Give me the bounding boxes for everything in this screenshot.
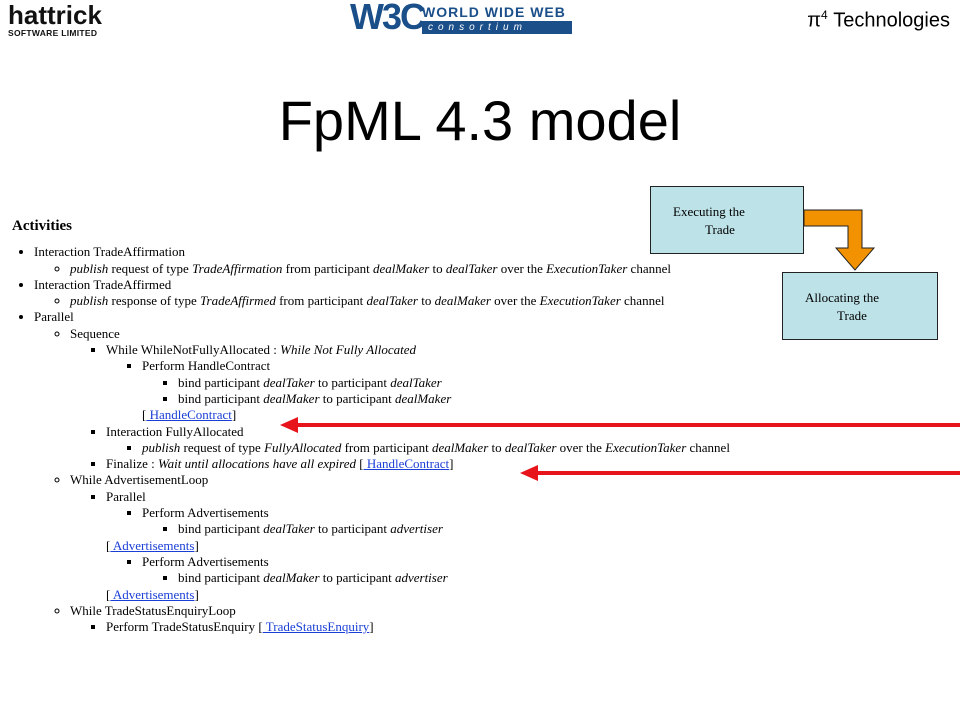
list-item: Perform Advertisements bind participant …	[142, 505, 730, 538]
allocating-trade-line2: Trade	[837, 308, 867, 323]
activity-list: Interaction TradeAffirmation publish req…	[12, 244, 730, 635]
activities-document: Activities Interaction TradeAffirmation …	[12, 218, 730, 635]
trade-status-enquiry-link[interactable]: TradeStatusEnquiry	[262, 619, 370, 635]
advertisements-link-1[interactable]: Advertisements	[110, 537, 195, 553]
w3c-logo-consortium: consortium	[422, 21, 572, 34]
list-item: bind participant dealTaker to participan…	[178, 521, 730, 537]
executing-trade-box: Executing the Trade	[650, 186, 804, 254]
hattrick-logo-subtitle: SOFTWARE LIMITED	[8, 28, 98, 38]
list-item: Finalize : Wait until allocations have a…	[106, 456, 730, 472]
advertisements-link-2[interactable]: Advertisements	[110, 586, 195, 602]
handle-contract-link[interactable]: HandleContract	[146, 407, 232, 423]
sequence-block: Sequence	[70, 325, 120, 341]
handle-contract-link-row: [ HandleContract]	[142, 407, 237, 423]
w3c-logo: W3C WORLD WIDE WEB consortium	[350, 0, 580, 38]
company-superscript: 4	[821, 8, 828, 22]
executing-trade-line1: Executing the	[673, 204, 745, 219]
hattrick-logo: hattrick SOFTWARE LIMITED	[8, 0, 120, 38]
company-suffix: Technologies	[827, 9, 950, 32]
list-item: Perform Advertisements bind participant …	[142, 554, 730, 587]
allocating-trade-box: Allocating the Trade	[782, 272, 938, 340]
slide-title: FpML 4.3 model	[278, 89, 682, 152]
parallel-block: Parallel	[34, 309, 74, 325]
finalize-handle-contract-link[interactable]: HandleContract	[363, 456, 450, 472]
list-item: bind participant dealMaker to participan…	[178, 570, 730, 586]
activities-heading: Activities	[12, 218, 72, 234]
allocating-trade-line1: Allocating the	[805, 290, 880, 305]
list-item: While AdvertisementLoop Parallel Perform…	[70, 472, 730, 602]
list-item: Parallel Sequence While WhileNotFullyAll…	[34, 309, 730, 635]
orange-connector-arrow	[803, 209, 876, 271]
company-name: π4 Technologies	[807, 8, 950, 33]
interaction-trade-affirmation: Interaction TradeAffirmation	[34, 244, 186, 260]
w3c-logo-mark: W3C	[350, 0, 426, 37]
list-item: Interaction FullyAllocated publish reque…	[106, 424, 730, 457]
list-item: bind participant dealTaker to participan…	[178, 375, 730, 391]
red-arrow-handle-contract	[280, 417, 960, 433]
executing-trade-line2: Trade	[705, 222, 735, 237]
list-item: Perform HandleContract bind participant …	[142, 358, 730, 407]
company-prefix: π	[807, 9, 821, 32]
interaction-trade-affirmed: Interaction TradeAffirmed	[34, 276, 172, 292]
list-item: Parallel Perform Advertisements bind par…	[106, 489, 730, 603]
list-item: publish response of type TradeAffirmed f…	[70, 293, 730, 309]
advertisements-link-row: [ Advertisements]	[106, 586, 199, 602]
list-item: Perform TradeStatusEnquiry [ TradeStatus…	[106, 619, 730, 635]
list-item: bind participant dealMaker to participan…	[178, 391, 730, 407]
list-item: Sequence While WhileNotFullyAllocated : …	[70, 326, 730, 473]
w3c-logo-www: WORLD WIDE WEB	[422, 4, 566, 20]
list-item: Interaction TradeAffirmation publish req…	[34, 244, 730, 277]
list-item: While TradeStatusEnquiryLoop Perform Tra…	[70, 603, 730, 636]
list-item: publish request of type TradeAffirmation…	[70, 261, 730, 277]
list-item: While WhileNotFullyAllocated : While Not…	[106, 342, 730, 423]
list-item: Interaction TradeAffirmed publish respon…	[34, 277, 730, 310]
list-item: publish request of type FullyAllocated f…	[142, 440, 730, 456]
advertisements-link-row: [ Advertisements]	[106, 537, 199, 553]
hattrick-logo-word: hattrick	[8, 0, 102, 30]
red-arrow-finalize	[520, 465, 960, 481]
